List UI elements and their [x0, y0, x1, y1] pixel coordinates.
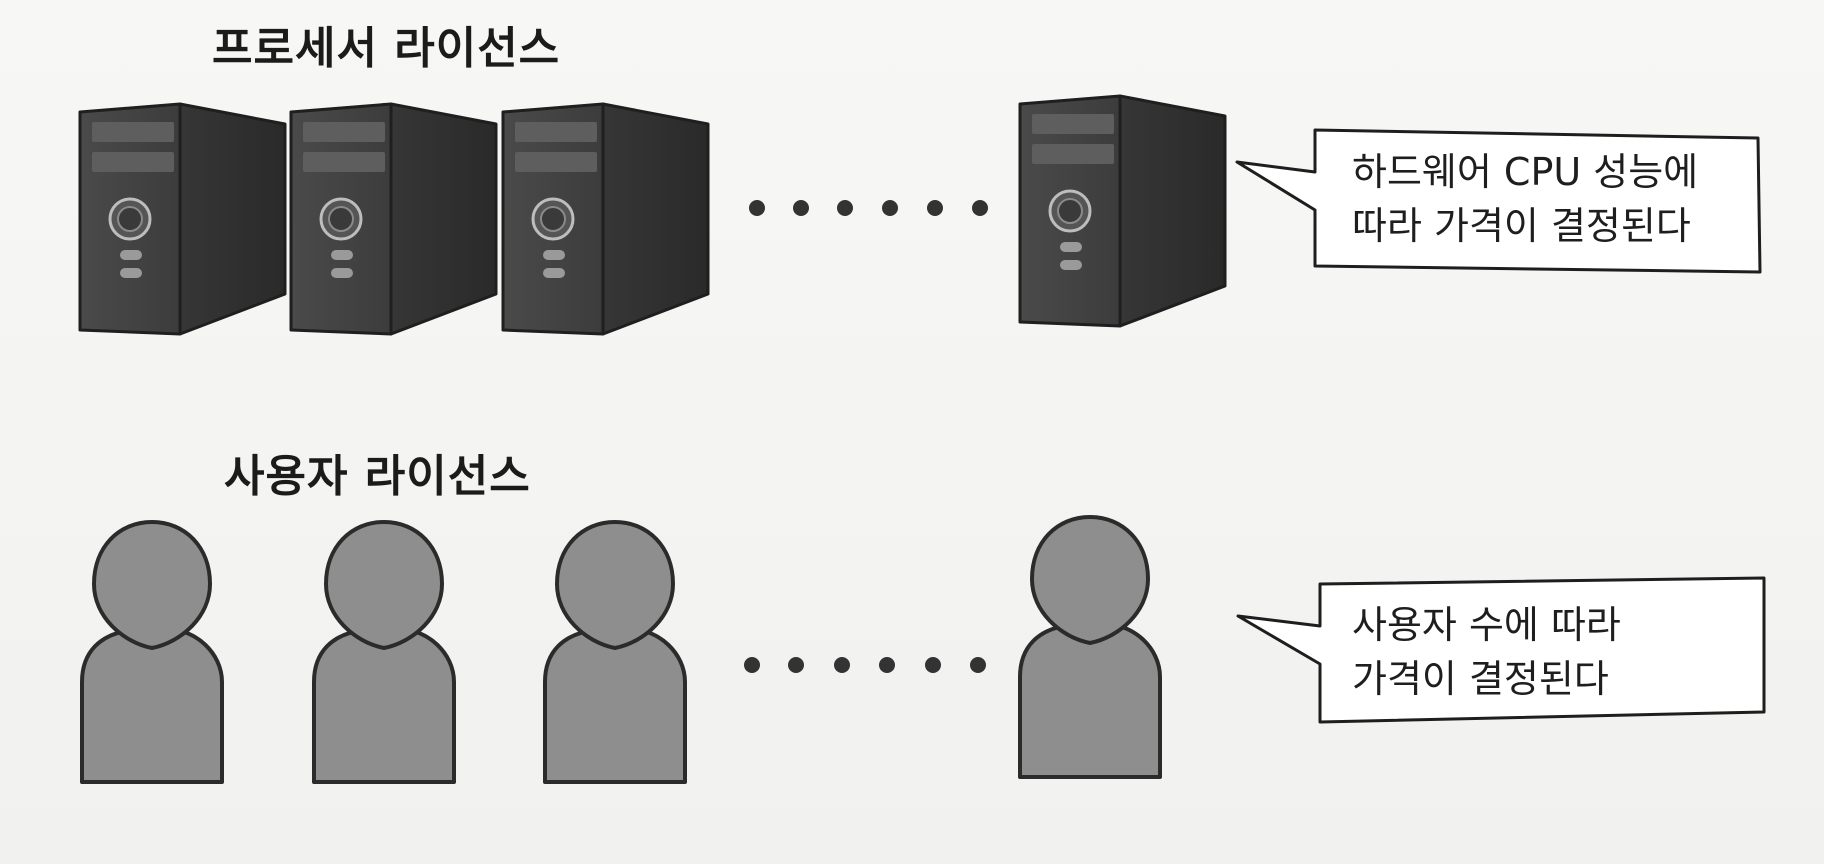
- server-icon-3: [501, 102, 710, 336]
- user-note-line-1: 사용자 수에 따라: [1352, 603, 1621, 647]
- processor-license-title: 프로세서 라이선스: [212, 23, 561, 74]
- server-icon-4: [1018, 94, 1227, 328]
- server-icon-1: [78, 102, 287, 336]
- person-icon-2: [312, 520, 456, 784]
- person-icon-4: [1018, 515, 1162, 779]
- processor-note-line-1: 하드웨어 CPU 성능에: [1352, 150, 1699, 194]
- user-license-note: 사용자 수에 따라 가격이 결정된다: [1352, 598, 1621, 706]
- speech-bubble-processor: [1235, 128, 1762, 274]
- user-note-line-2: 가격이 결정된다: [1352, 657, 1609, 701]
- person-icon-3: [543, 520, 687, 784]
- speech-bubble-user: [1236, 576, 1766, 724]
- server-icon-2: [289, 102, 498, 336]
- processor-note-line-2: 따라 가격이 결정된다: [1352, 204, 1691, 248]
- person-icon-1: [80, 520, 224, 784]
- ellipsis-dots-user: [744, 657, 986, 673]
- user-license-title: 사용자 라이선스: [224, 451, 531, 502]
- ellipsis-dots-processor: [749, 200, 988, 216]
- processor-license-note: 하드웨어 CPU 성능에 따라 가격이 결정된다: [1352, 145, 1698, 253]
